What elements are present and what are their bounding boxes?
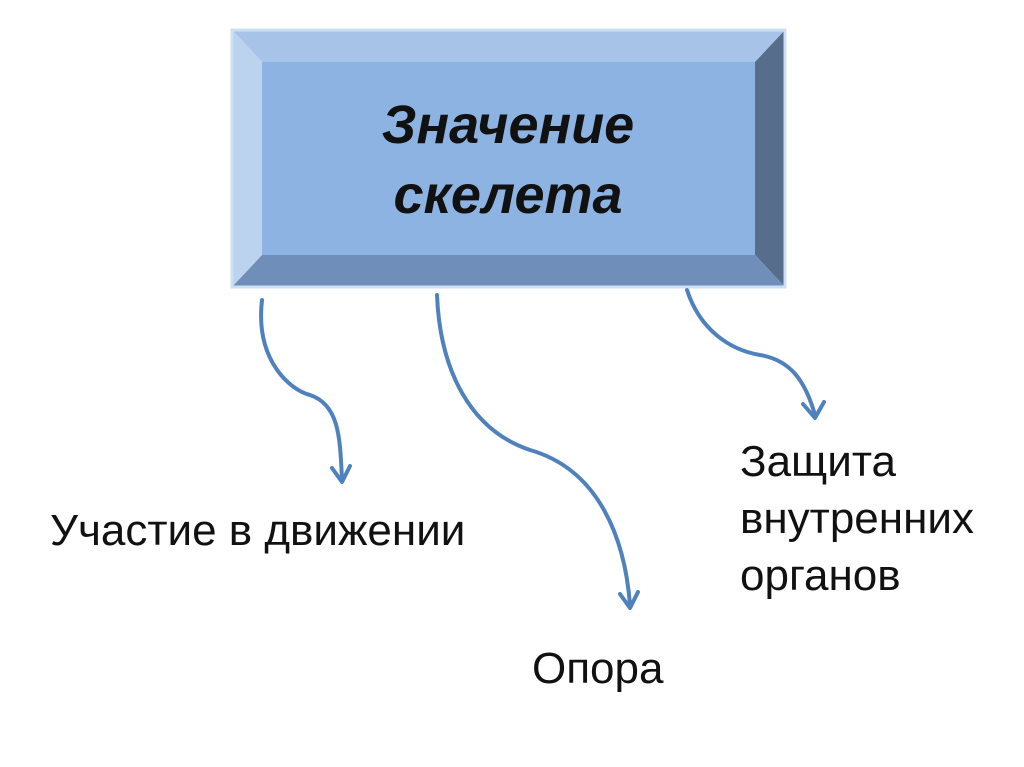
arrow-to-support [435,293,632,607]
branch-protection: Защита внутренних органов [740,437,974,601]
branch-movement: Участие в движении [50,506,466,555]
diagram-title: Значение скелета [381,94,635,225]
arrow-to-movement [259,298,344,482]
branch-support: Опора [532,644,664,693]
arrow-to-protection [685,288,817,417]
arrowhead-icon [618,590,640,610]
arrowhead-icon [330,464,352,484]
arrowhead-icon [801,400,826,420]
title-box [230,28,787,289]
